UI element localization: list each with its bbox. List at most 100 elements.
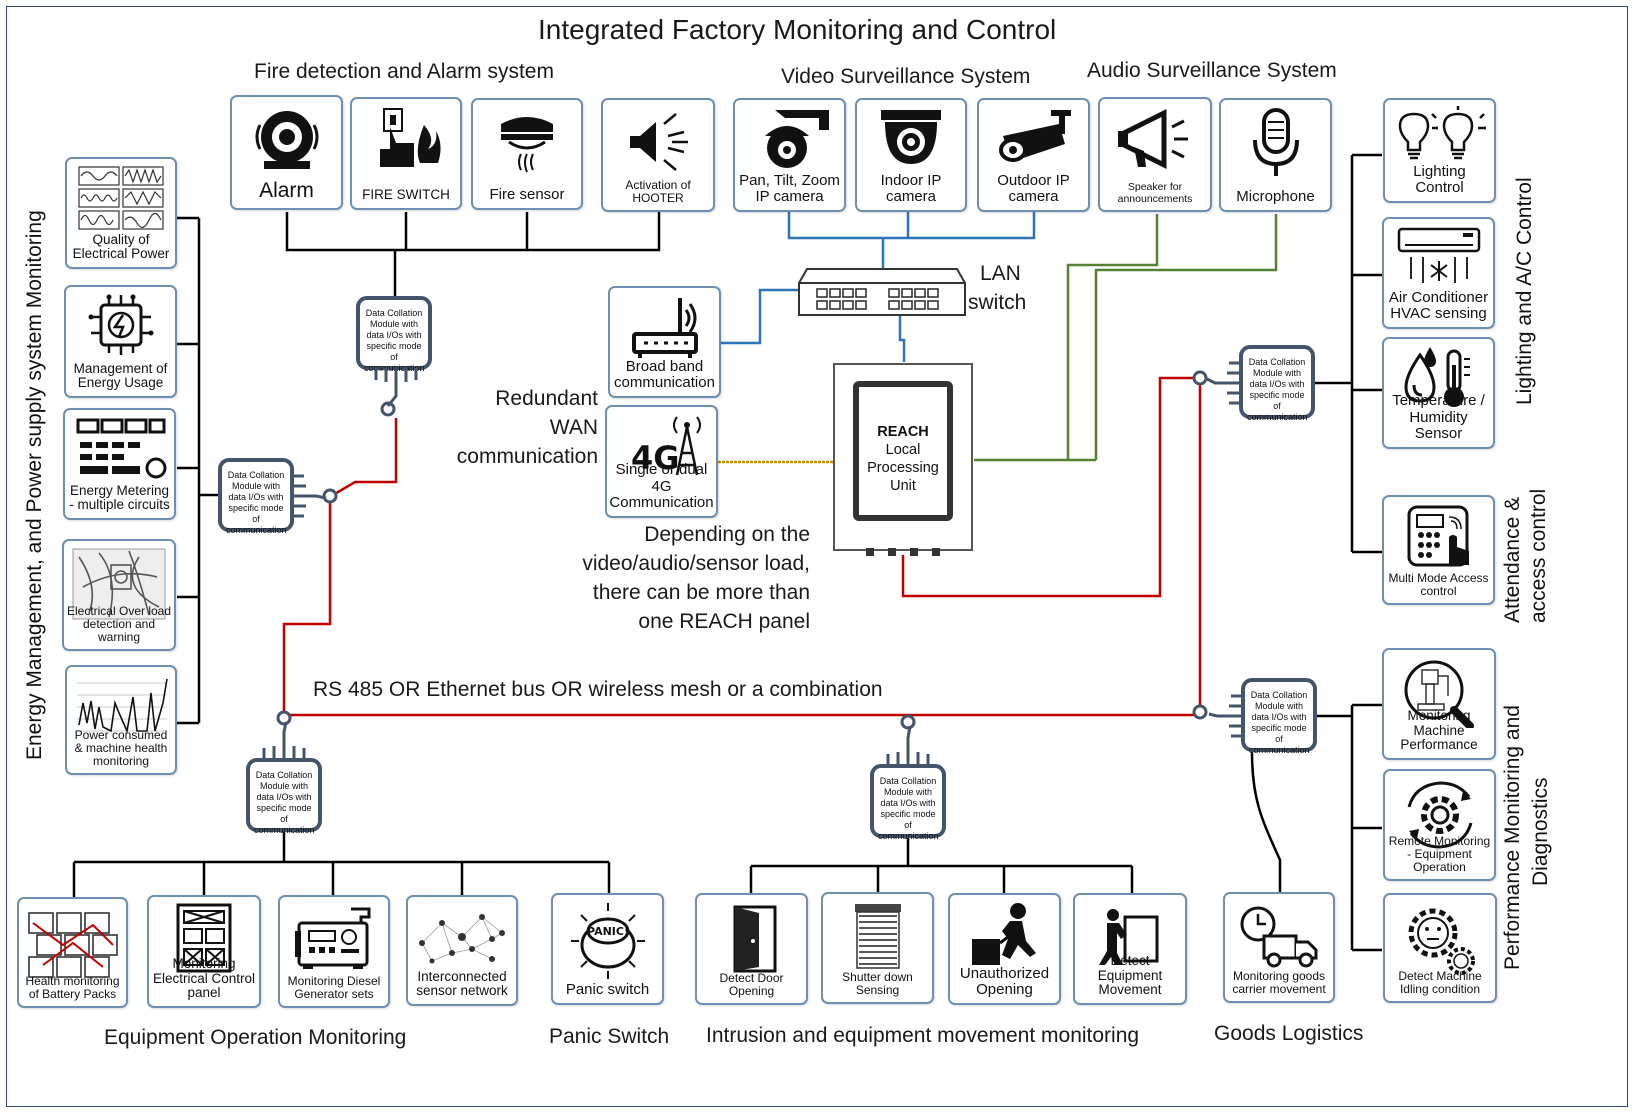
lighting-group-title: Lighting and A/C Control: [1513, 177, 1536, 405]
light-bulbs-icon: [1398, 106, 1486, 160]
generator-icon: [295, 907, 371, 969]
lan-label-2: switch: [968, 291, 1027, 314]
fire-bus-lines: [285, 212, 661, 300]
reach-panel: REACH Local Processing Unit: [833, 363, 973, 551]
panel-note-4: one REACH panel: [638, 610, 810, 633]
card-microphone: Microphone: [1219, 98, 1332, 212]
performance-group-title-1: Performance Monitoring and: [1501, 705, 1524, 970]
reach-line-3: Unit: [890, 478, 916, 494]
energy-bus-lines: [177, 216, 222, 725]
power-line-chart-icon: [77, 678, 168, 734]
megaphone-icon: [1118, 108, 1188, 170]
thermometer-humidity-icon: [1403, 347, 1470, 407]
router-icon: [631, 298, 698, 358]
battery-packs-icon: [27, 912, 118, 978]
card-hooter: Activation of HOOTER: [601, 98, 715, 212]
waveform-grid-icon: [78, 166, 164, 230]
gear-cycle-icon: [1407, 781, 1472, 849]
access-keypad-icon: [1407, 505, 1469, 567]
card-battery: Health monitoring of Battery Packs: [17, 897, 128, 1008]
logistics-group-title: Goods Logistics: [1214, 1022, 1364, 1045]
card-access-control: Multi Mode Access control: [1382, 495, 1495, 605]
control-panel-icon: [176, 903, 232, 973]
wan-label-3: communication: [456, 445, 598, 468]
card-fire-sensor: Fire sensor: [471, 98, 583, 210]
burglar-icon: [971, 903, 1036, 965]
card-unauthorized: Unauthorized Opening: [948, 893, 1061, 1005]
bullet-camera-icon: [998, 110, 1071, 162]
card-4g: 4G Single or dual 4G Communication: [605, 405, 718, 518]
machine-magnifier-icon: [1404, 660, 1474, 728]
card-energy-metering: Energy Metering - multiple circuits: [63, 408, 176, 520]
panel-note-3: there can be more than: [592, 581, 810, 604]
panel-note-2: video/audio/sensor load,: [582, 552, 810, 575]
card-shutter: Shutter down Sensing: [821, 892, 934, 1004]
panic-button-icon: PANIC!: [570, 903, 645, 979]
energy-meter-icon: [76, 418, 166, 479]
wan-label-2: WAN: [549, 416, 598, 439]
diagram-frame: [6, 6, 1628, 1107]
performance-group-title-2: Diagnostics: [1529, 777, 1552, 886]
card-panic-switch: PANIC! Panic switch: [551, 893, 664, 1005]
equipment-group-title: Equipment Operation Monitoring: [104, 1026, 407, 1049]
energy-chip-icon: [88, 294, 153, 355]
card-alarm: Alarm: [230, 95, 343, 210]
bus-nodes: [276, 370, 1208, 730]
audio-lines: [974, 214, 1278, 462]
wan-label-1: Redundant: [495, 387, 598, 410]
hooter-icon: [630, 113, 688, 171]
dome-camera-icon: [881, 110, 941, 164]
lan-switch-icon: [798, 268, 966, 316]
lan-label-1: LAN: [980, 262, 1021, 285]
card-machine-performance: Monitoring Machine Performance: [1382, 648, 1496, 760]
attendance-group-title-1: Attendance &: [1501, 496, 1524, 623]
fire-group-title: Fire detection and Alarm system: [254, 60, 554, 83]
card-lighting-control: Lighting Control: [1383, 98, 1496, 203]
fire-switch-icon: [380, 108, 441, 167]
reach-line-1: Local: [885, 442, 921, 458]
reach-name: REACH: [877, 424, 929, 440]
card-ptz-camera: Pan, Tilt, Zoom IP camera: [733, 98, 846, 212]
ptz-camera-icon: [764, 110, 829, 168]
open-door-icon: [733, 905, 776, 973]
right-bus-lines: [1250, 153, 1382, 952]
panel-note-1: Depending on the: [644, 523, 810, 546]
4g-icon-text: 4G: [631, 439, 680, 477]
card-power-quality: Quality of Electrical Power: [65, 157, 177, 269]
video-group-title: Video Surveillance System: [781, 65, 1031, 88]
delivery-truck-icon: [1240, 906, 1318, 968]
diagram-title: Integrated Factory Monitoring and Contro…: [538, 14, 1057, 45]
card-control-panel: Monitoring Electrical Control panel: [147, 895, 261, 1008]
card-sensor-network: Interconnected sensor network: [406, 895, 518, 1006]
reach-screen: REACH Local Processing Unit: [853, 381, 953, 521]
sensor-network-icon: [419, 914, 505, 964]
card-outdoor-camera: Outdoor IP camera: [977, 98, 1090, 212]
card-machine-idling: Detect Machine Idling condition: [1383, 893, 1497, 1003]
panic-group-title: Panic Switch: [549, 1025, 670, 1048]
attendance-group-title-2: access control: [1527, 488, 1550, 623]
card-fire-switch: FIRE SWITCH: [350, 97, 462, 210]
rs485-bus-lines: [282, 376, 1202, 717]
card-indoor-camera: Indoor IP camera: [855, 98, 967, 212]
reach-line-2: Processing: [867, 460, 939, 476]
moving-box-icon: [1099, 909, 1159, 965]
card-remote-monitoring: Remote Monitoring - Equipment Operation: [1383, 769, 1496, 881]
intrusion-group-title: Intrusion and equipment movement monitor…: [706, 1024, 1140, 1047]
panic-icon-text: PANIC!: [587, 925, 629, 938]
air-conditioner-icon: [1397, 227, 1480, 283]
4g-tower-icon: 4G: [631, 416, 701, 477]
card-energy-usage: Management of Energy Usage: [64, 285, 177, 398]
card-broadband: Broad band communication: [608, 286, 721, 398]
audio-group-title: Audio Surveillance System: [1087, 59, 1337, 82]
intrusion-bus-lines: [749, 835, 1134, 893]
bus-label: RS 485 OR Ethernet bus OR wireless mesh …: [313, 678, 883, 701]
shutter-icon: [854, 904, 901, 969]
energy-group-title: Energy Management, and Power supply syst…: [23, 210, 46, 760]
card-goods-carrier: Monitoring goods carrier movement: [1223, 892, 1335, 1003]
microphone-icon: [1252, 108, 1299, 176]
idle-gears-icon: [1408, 908, 1475, 975]
card-speaker: Speaker for announcements: [1098, 97, 1212, 212]
card-air-conditioner: Air Conditioner HVAC sensing: [1382, 217, 1495, 329]
card-equipment-movement: Detect Equipment Movement: [1073, 893, 1187, 1005]
